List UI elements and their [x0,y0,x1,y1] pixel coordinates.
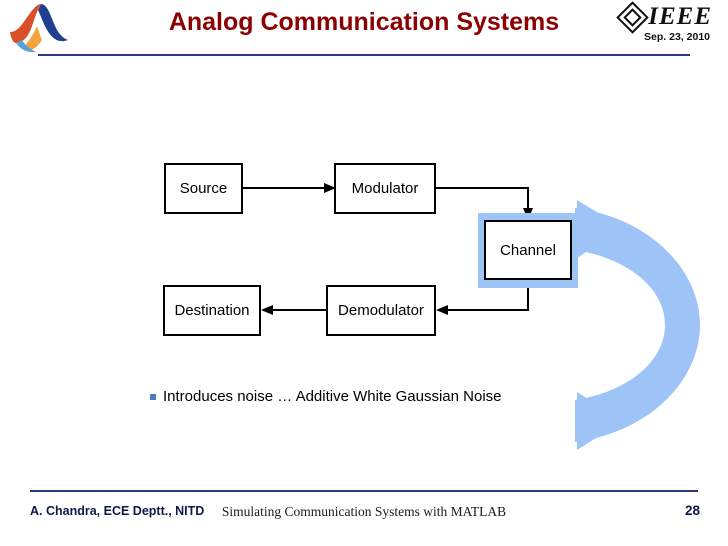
matlab-logo-icon [8,2,70,54]
block-demodulator[interactable]: Demodulator [326,285,436,336]
page-title: Analog Communication Systems [168,8,560,36]
bullet-item: Introduces noise … Additive White Gaussi… [150,388,670,405]
footer-author: A. Chandra, ECE Deptt., NITD [30,504,205,518]
block-channel[interactable]: Channel [484,220,572,280]
block-destination[interactable]: Destination [163,285,261,336]
big-blue-arrow-icon [565,200,710,450]
block-channel-label: Channel [500,241,556,259]
slide-date: Sep. 23, 2010 [644,31,710,43]
block-source-label: Source [179,180,228,197]
block-modulator[interactable]: Modulator [334,163,436,214]
block-destination-label: Destination [174,302,250,319]
block-source[interactable]: Source [164,163,243,214]
footer-subject: Simulating Communication Systems with MA… [221,504,507,519]
ieee-diamond-icon [616,0,649,34]
bullet-square-icon [150,394,156,400]
footer-page-number: 28 [684,503,700,518]
header-divider [38,54,690,56]
ieee-wordmark: IEEE [648,3,712,30]
footer-divider [30,490,698,492]
block-modulator-label: Modulator [351,180,419,197]
ieee-logo: IEEE Sep. 23, 2010 [592,0,712,50]
bullet-text: Introduces noise … Additive White Gaussi… [163,388,502,405]
block-demodulator-label: Demodulator [338,302,424,319]
